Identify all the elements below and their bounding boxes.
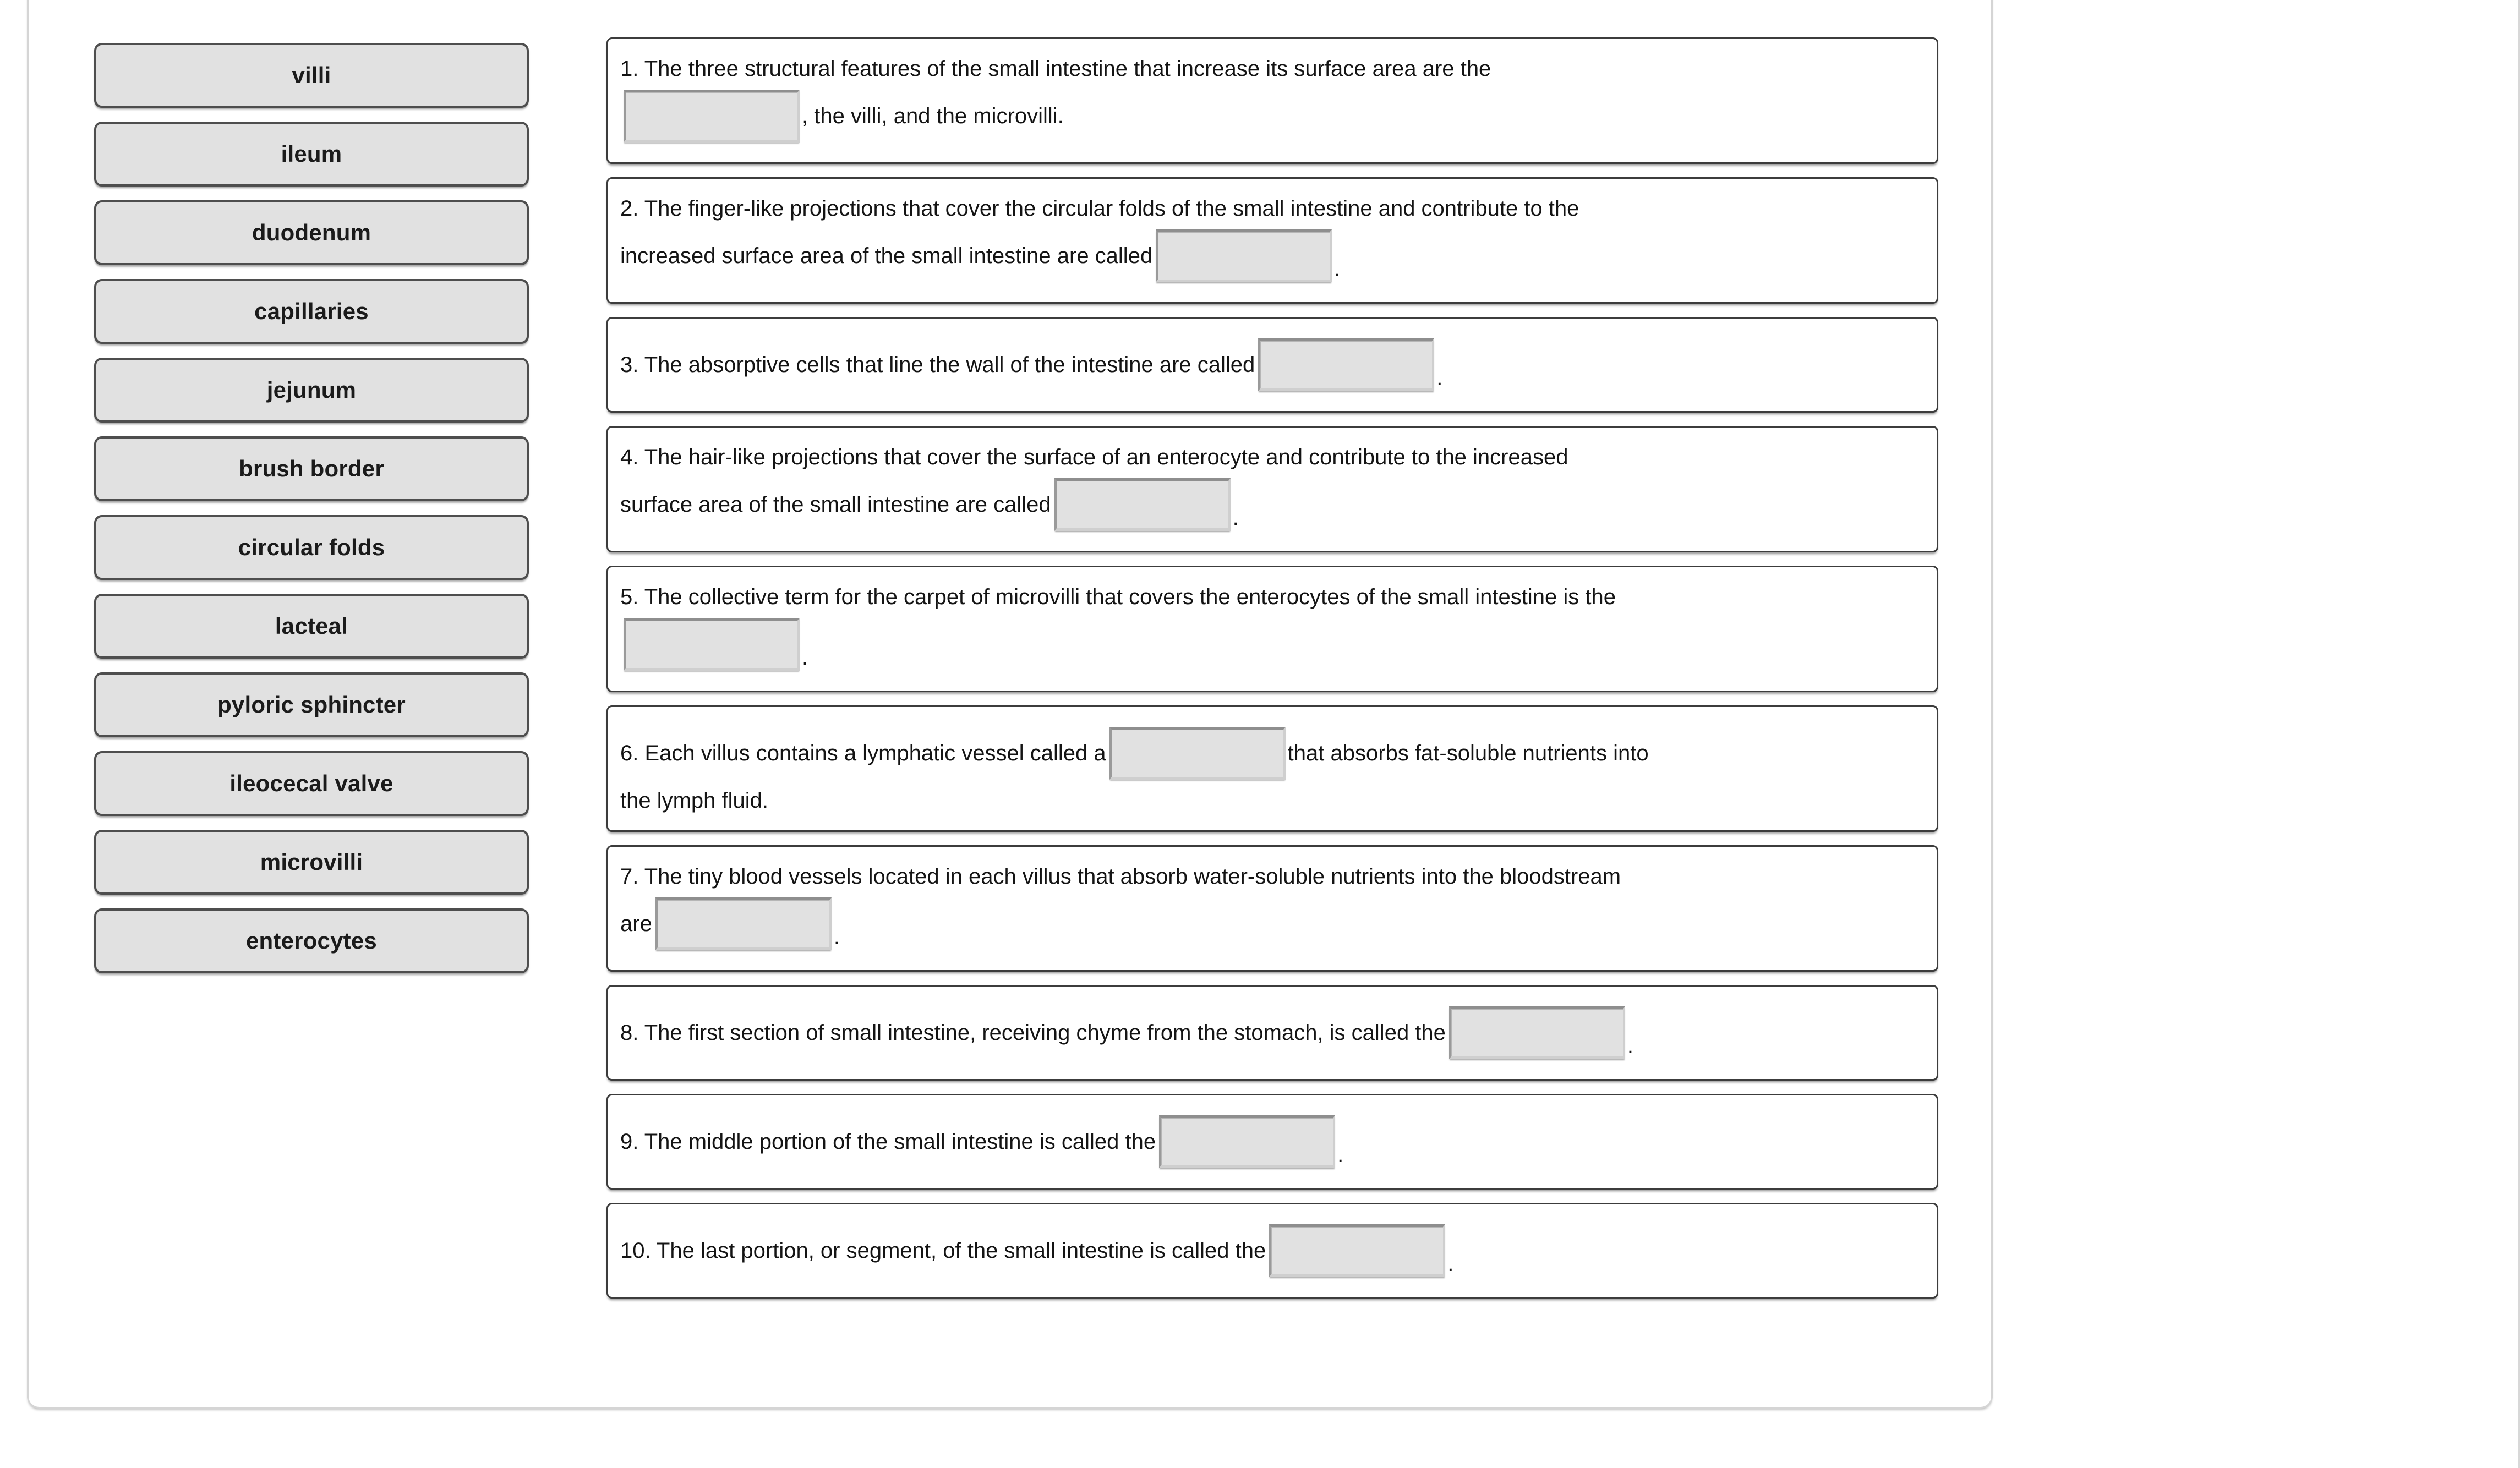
question-text: 7. The tiny blood vessels located in eac…: [620, 864, 1621, 889]
question-card: 1. The three structural features of the …: [606, 37, 1938, 164]
question-text: 8. The first section of small intestine,…: [620, 1021, 1446, 1045]
answer-blank[interactable]: [1109, 727, 1286, 780]
word-chip-label: circular folds: [238, 534, 385, 560]
word-chip-label: ileocecal valve: [229, 770, 393, 796]
word-chip-label: capillaries: [254, 298, 369, 324]
question-line: the lymph fluid.: [620, 785, 1918, 816]
question-text: 5. The collective term for the carpet of…: [620, 585, 1616, 609]
question-line: are.: [620, 892, 1918, 956]
word-chip[interactable]: ileum: [94, 122, 529, 187]
question-text: 2. The finger-like projections that cove…: [620, 196, 1579, 221]
question-line: 4. The hair-like projections that cover …: [620, 442, 1918, 473]
question-card: 4. The hair-like projections that cover …: [606, 426, 1938, 552]
question-line: 3. The absorptive cells that line the wa…: [620, 333, 1918, 397]
word-chip-label: enterocytes: [246, 928, 377, 954]
question-line: 2. The finger-like projections that cove…: [620, 193, 1918, 224]
question-text: surface area of the small intestine are …: [620, 492, 1051, 517]
answer-blank[interactable]: [1054, 478, 1231, 531]
question-line: , the villi, and the microvilli.: [620, 84, 1918, 148]
answer-blank[interactable]: [624, 90, 800, 143]
question-text: , the villi, and the microvilli.: [802, 104, 1064, 128]
word-chip-label: lacteal: [275, 613, 348, 639]
question-line: 5. The collective term for the carpet of…: [620, 582, 1918, 612]
question-line: increased surface area of the small inte…: [620, 224, 1918, 288]
question-card: 3. The absorptive cells that line the wa…: [606, 317, 1938, 413]
word-chip[interactable]: circular folds: [94, 515, 529, 580]
question-card: 5. The collective term for the carpet of…: [606, 566, 1938, 692]
question-line: surface area of the small intestine are …: [620, 473, 1918, 536]
question-text: 9. The middle portion of the small intes…: [620, 1130, 1156, 1154]
question-punctuation: .: [833, 925, 840, 949]
answer-blank[interactable]: [655, 897, 832, 950]
word-chip-label: duodenum: [252, 220, 371, 245]
answer-blank[interactable]: [1448, 1006, 1625, 1059]
question-text: increased surface area of the small inte…: [620, 244, 1153, 268]
question-line: 1. The three structural features of the …: [620, 53, 1918, 84]
word-chip[interactable]: duodenum: [94, 200, 529, 265]
word-chip[interactable]: pyloric sphincter: [94, 672, 529, 737]
question-text: 6. Each villus contains a lymphatic vess…: [620, 741, 1106, 765]
word-bank: villi ileum duodenum capillaries jejunum brus…: [94, 43, 529, 987]
question-card: 7. The tiny blood vessels located in eac…: [606, 845, 1938, 972]
question-line: 8. The first section of small intestine,…: [620, 1001, 1918, 1065]
question-card: 6. Each villus contains a lymphatic vess…: [606, 705, 1938, 832]
question-card: 9. The middle portion of the small intes…: [606, 1094, 1938, 1190]
question-text: 4. The hair-like projections that cover …: [620, 445, 1568, 469]
question-line: 6. Each villus contains a lymphatic vess…: [620, 721, 1918, 785]
word-chip[interactable]: brush border: [94, 436, 529, 501]
question-line: .: [620, 612, 1918, 676]
question-punctuation: .: [1627, 1034, 1634, 1058]
question-punctuation: .: [1337, 1143, 1344, 1167]
word-chip-label: pyloric sphincter: [217, 692, 406, 717]
exercise-body: villi ileum duodenum capillaries jejunum brus…: [27, 0, 1993, 1409]
question-punctuation: .: [1447, 1252, 1454, 1276]
word-chip[interactable]: enterocytes: [94, 908, 529, 973]
question-text: 3. The absorptive cells that line the wa…: [620, 353, 1255, 377]
question-text: 1. The three structural features of the …: [620, 57, 1491, 81]
answer-blank[interactable]: [1258, 338, 1435, 391]
word-chip-label: jejunum: [266, 377, 357, 403]
question-punctuation: .: [1436, 366, 1443, 390]
question-text: are: [620, 912, 652, 936]
question-card: 8. The first section of small intestine,…: [606, 985, 1938, 1081]
word-chip[interactable]: ileocecal valve: [94, 751, 529, 816]
question-line: 9. The middle portion of the small intes…: [620, 1110, 1918, 1174]
question-line: 10. The last portion, or segment, of the…: [620, 1219, 1918, 1283]
word-chip-label: brush border: [239, 456, 384, 481]
question-line: 7. The tiny blood vessels located in eac…: [620, 861, 1918, 892]
question-card: 10. The last portion, or segment, of the…: [606, 1203, 1938, 1299]
question-punctuation: .: [1232, 506, 1239, 530]
word-chip[interactable]: capillaries: [94, 279, 529, 344]
question-text: 10. The last portion, or segment, of the…: [620, 1239, 1266, 1263]
word-chip[interactable]: microvilli: [94, 830, 529, 895]
question-card: 2. The finger-like projections that cove…: [606, 177, 1938, 304]
word-chip[interactable]: jejunum: [94, 358, 529, 423]
word-chip-label: microvilli: [260, 849, 363, 875]
answer-blank[interactable]: [1159, 1115, 1336, 1168]
question-list: 1. The three structural features of the …: [606, 37, 1938, 1312]
answer-blank[interactable]: [1269, 1224, 1446, 1277]
word-chip[interactable]: villi: [94, 43, 529, 108]
word-chip-label: ileum: [281, 141, 342, 167]
answer-blank[interactable]: [1156, 229, 1332, 282]
question-text: that absorbs fat-soluble nutrients into: [1287, 741, 1649, 765]
word-chip[interactable]: lacteal: [94, 594, 529, 659]
word-chip-label: villi: [292, 62, 331, 88]
question-punctuation: .: [802, 645, 808, 670]
answer-blank[interactable]: [624, 618, 800, 671]
question-punctuation: .: [1334, 257, 1341, 281]
question-text: the lymph fluid.: [620, 788, 769, 813]
